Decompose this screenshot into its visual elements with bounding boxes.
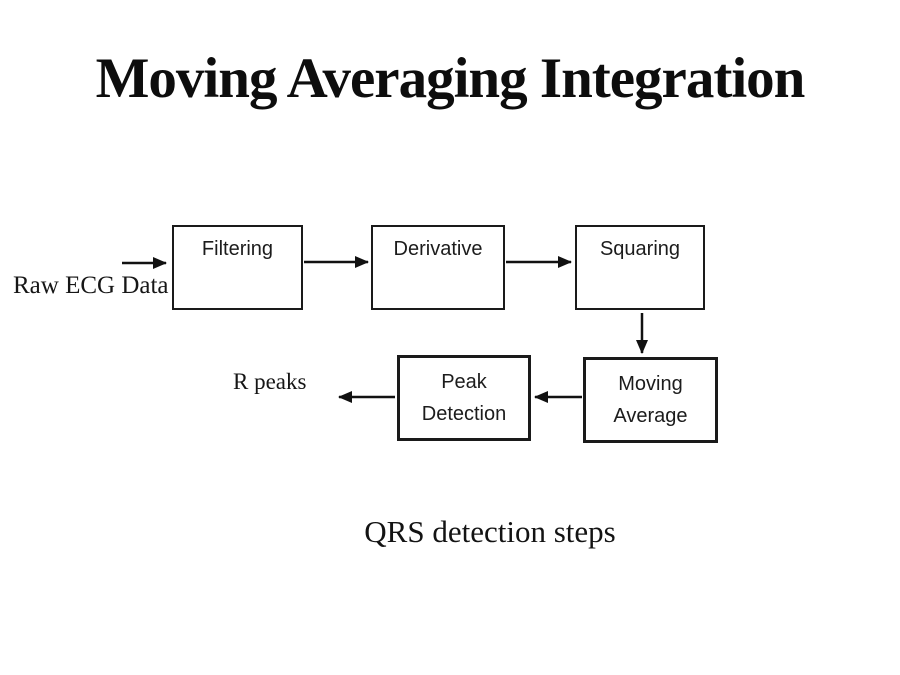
block-squaring-label: Squaring bbox=[599, 238, 681, 260]
block-derivative: Derivative bbox=[371, 225, 505, 310]
slide-caption: QRS detection steps bbox=[364, 514, 616, 549]
block-squaring: Squaring bbox=[575, 225, 705, 310]
block-filtering-label: Filtering bbox=[201, 238, 274, 260]
block-peak-detection-label-line1: Peak bbox=[441, 371, 487, 393]
block-peak-detection: Peak Detection bbox=[397, 355, 531, 441]
block-filtering: Filtering bbox=[172, 225, 303, 310]
output-label-r-peaks: R peaks bbox=[233, 369, 307, 394]
block-peak-detection-label-line2: Detection bbox=[421, 403, 507, 425]
block-moving-average-label-line2: Average bbox=[613, 405, 688, 427]
slide-title: Moving Averaging Integration bbox=[95, 47, 806, 110]
block-derivative-label: Derivative bbox=[393, 238, 483, 260]
block-moving-average: Moving Average bbox=[583, 357, 718, 443]
input-label-raw-ecg-data: Raw ECG Data bbox=[13, 272, 169, 299]
block-moving-average-label-line1: Moving bbox=[618, 373, 683, 395]
